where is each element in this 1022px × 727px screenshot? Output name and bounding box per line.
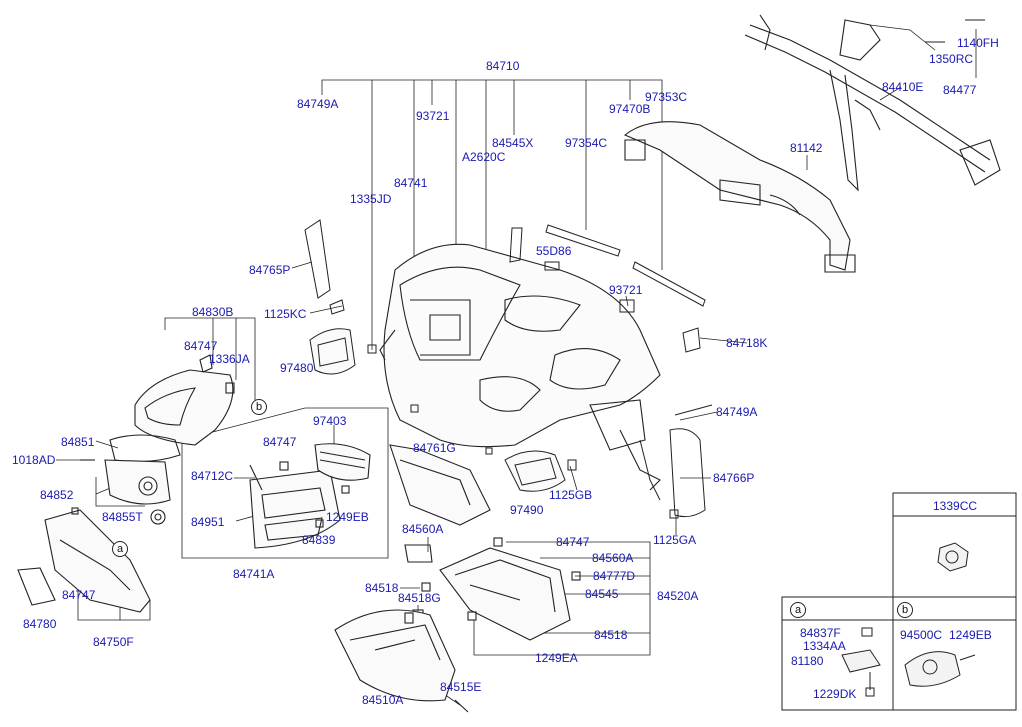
part-label-1249ea: 1249EA (535, 651, 578, 665)
part-label-84852: 84852 (40, 488, 74, 502)
part-label-84747-b: 84747 (263, 435, 297, 449)
detail-boxes (781, 492, 1017, 711)
part-label-84718k: 84718K (726, 336, 768, 350)
part-label-1140fh: 1140FH (957, 36, 999, 50)
part-label-81142: 81142 (790, 141, 823, 155)
part-label-81180: 81180 (791, 654, 824, 668)
part-label-84747-d: 84747 (62, 588, 96, 602)
part-label-84749a-right: 84749A (716, 405, 758, 419)
crash-pad-main (379, 243, 661, 491)
part-label-84741a: 84741A (233, 567, 275, 581)
part-label-84749a: 84749A (297, 97, 339, 111)
part-label-1334aa: 1334AA (803, 639, 846, 653)
cowl-crossbar (744, 14, 1001, 192)
lower-center-panel (389, 444, 491, 526)
part-label-84518-b: 84518 (594, 628, 628, 642)
part-label-97353c: 97353C (645, 90, 688, 104)
part-label-97480: 97480 (280, 361, 314, 375)
air-duct (623, 121, 856, 273)
part-label-84545: 84545 (585, 587, 619, 601)
part-label-1125gb: 1125GB (549, 488, 593, 502)
part-label-84851: 84851 (61, 435, 95, 449)
callout-b-box: b (897, 602, 913, 618)
part-label-55d86: 55D86 (536, 244, 572, 258)
part-label-84520a: 84520A (657, 589, 699, 603)
part-label-84761g: 84761G (413, 441, 456, 455)
part-label-a2620c: A2620C (462, 150, 506, 164)
part-label-84710: 84710 (486, 59, 520, 73)
column-shroud (80, 434, 181, 525)
part-label-84510a: 84510A (362, 693, 404, 707)
part-label-84837f: 84837F (800, 626, 841, 640)
part-label-1229dk: 1229DK (813, 687, 857, 701)
small-parts (304, 219, 713, 519)
part-label-84765p: 84765P (249, 263, 291, 277)
part-label-84951: 84951 (191, 515, 225, 529)
callout-a: a (112, 541, 128, 557)
part-label-84747: 84747 (184, 339, 218, 353)
part-label-1336ja: 1336JA (209, 352, 250, 366)
part-label-1335jd: 1335JD (350, 192, 392, 206)
part-label-93721-mid: 93721 (609, 283, 643, 297)
part-label-1018ad: 1018AD (12, 453, 56, 467)
part-label-84750f: 84750F (93, 635, 134, 649)
part-label-84560a: 84560A (402, 522, 444, 536)
part-label-97354c: 97354C (565, 136, 608, 150)
center-fascia (249, 443, 371, 549)
part-label-84777d: 84777D (593, 569, 636, 583)
part-label-1125kc: 1125KC (264, 307, 307, 321)
part-label-84560a-right: 84560A (592, 551, 634, 565)
part-label-1350rc: 1350RC (929, 52, 974, 66)
callout-a-box: a (790, 602, 806, 618)
part-label-1339cc: 1339CC (933, 499, 978, 513)
part-label-97403: 97403 (313, 414, 347, 428)
lower-left-panel (17, 507, 151, 613)
part-label-1249eb: 1249EB (326, 510, 369, 524)
part-label-1249eb-box: 1249EB (949, 628, 992, 642)
part-label-84410e: 84410E (882, 80, 924, 94)
part-label-94500c: 94500C (900, 628, 943, 642)
part-label-84766p: 84766P (713, 471, 755, 485)
part-label-84477: 84477 (943, 83, 977, 97)
part-label-84830b: 84830B (192, 305, 234, 319)
part-label-84839: 84839 (302, 533, 336, 547)
part-label-84780: 84780 (23, 617, 57, 631)
part-label-84545x: 84545X (492, 136, 534, 150)
part-label-84741: 84741 (394, 176, 428, 190)
part-label-84515e: 84515E (440, 680, 482, 694)
part-label-97490: 97490 (510, 503, 544, 517)
callout-b: b (251, 399, 267, 415)
part-label-84855t: 84855T (102, 510, 143, 524)
cluster-cover (134, 354, 235, 446)
part-label-84518: 84518 (365, 581, 399, 595)
glove-box (334, 609, 469, 713)
part-label-97470b: 97470B (609, 102, 651, 116)
part-label-84747-c: 84747 (556, 535, 590, 549)
part-label-84712c: 84712C (191, 469, 234, 483)
part-label-84518g: 84518G (398, 591, 441, 605)
part-label-1125ga: 1125GA (653, 533, 697, 547)
part-label-93721: 93721 (416, 109, 450, 123)
